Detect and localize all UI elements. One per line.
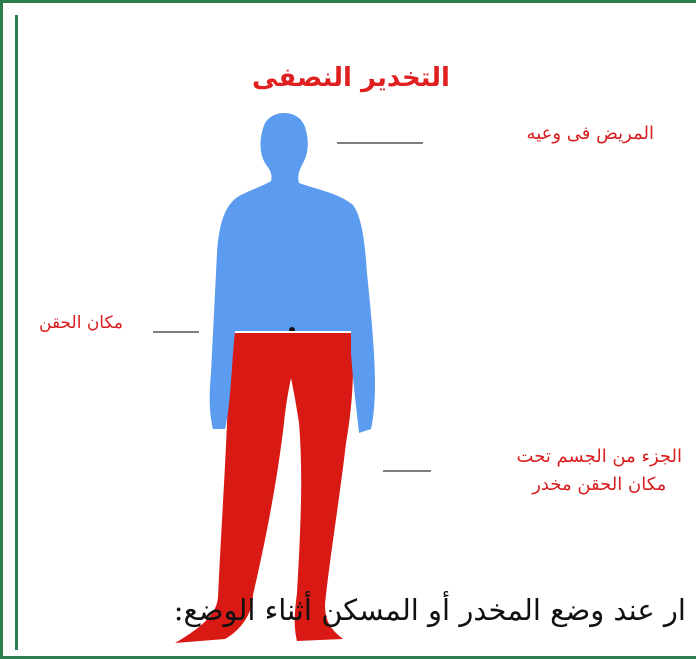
- label-numb-region: الجزء من الجسم تحت مكان الحقن مخدر: [517, 443, 682, 499]
- bottom-caption: ار عند وضع المخدر أو المسكن أثناء الوضع:: [174, 593, 686, 627]
- label-patient-aware: المريض فى وعيه: [527, 123, 654, 144]
- label-numb-line-2: مكان الحقن مخدر: [517, 471, 682, 499]
- label-injection-site: مكان الحقن: [39, 313, 123, 333]
- label-numb-line-1: الجزء من الجسم تحت: [517, 443, 682, 471]
- diagram-title: التخدير النصفى: [231, 63, 471, 93]
